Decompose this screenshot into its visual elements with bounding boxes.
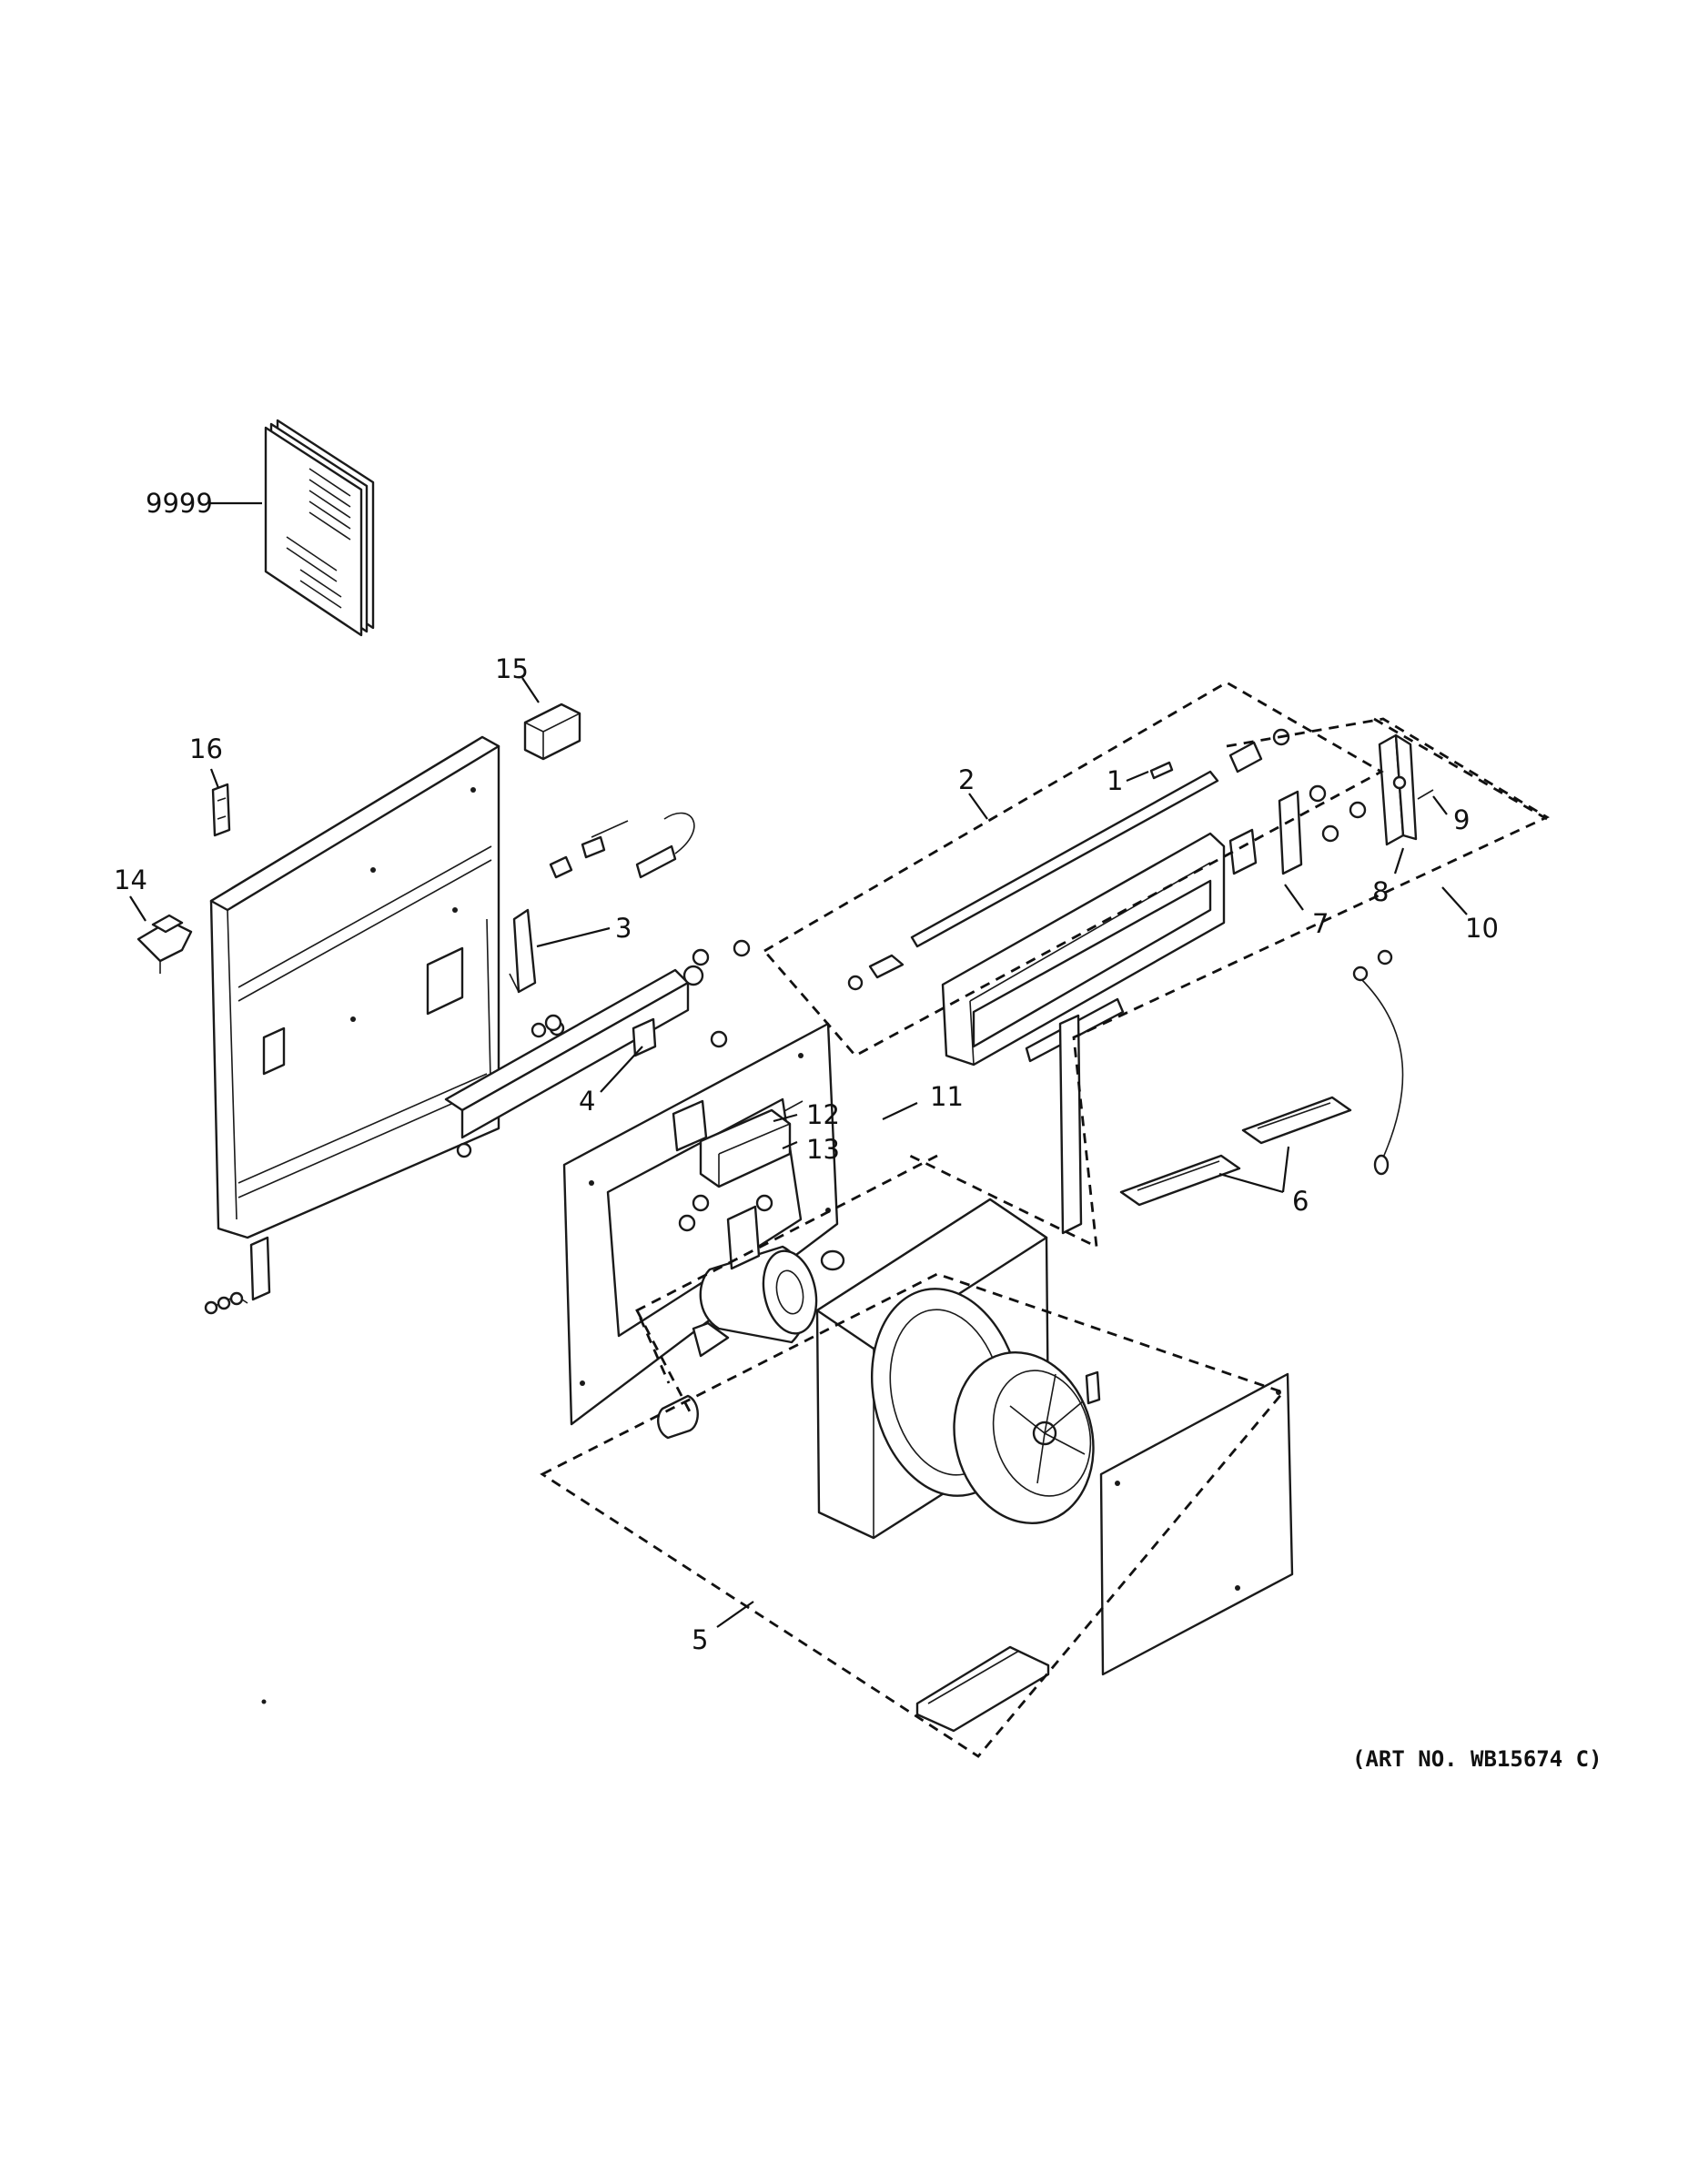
callout-16: 16	[189, 733, 223, 764]
blower-motor	[692, 1205, 845, 1358]
art-number-note: (ART NO. WB15674 C)	[1352, 1746, 1602, 1772]
callout-14: 14	[114, 864, 147, 895]
clip-part	[523, 703, 581, 761]
callout-2: 2	[958, 764, 975, 795]
label-part	[1149, 761, 1174, 780]
leader-lines	[129, 501, 1468, 1628]
callout-4: 4	[579, 1086, 595, 1117]
manual-booklet	[264, 419, 375, 637]
callout-13: 13	[806, 1134, 840, 1165]
control-bracket-part	[1378, 733, 1434, 846]
control-housing	[847, 770, 1226, 1235]
callout-9: 9	[1453, 804, 1470, 835]
callout-1: 1	[1107, 765, 1123, 796]
center-mounting-plate	[562, 1022, 839, 1426]
power-cord-part	[549, 812, 695, 879]
mounting-bracket-part	[136, 914, 193, 974]
blower-wheel	[953, 1351, 1101, 1524]
callout-11: 11	[930, 1081, 964, 1112]
callout-labels: 9999 15 16 14 3 4 2 1 9 8 10 7 11 12 13 …	[114, 488, 1499, 1655]
callout-8: 8	[1372, 876, 1389, 907]
callout-15: 15	[495, 653, 529, 684]
side-bracket-part	[509, 908, 537, 994]
callout-3: 3	[615, 913, 632, 944]
rail-screws	[544, 939, 751, 1048]
ground-wire-part	[1352, 949, 1404, 1176]
callout-10: 10	[1465, 913, 1499, 944]
callout-6: 6	[1292, 1186, 1309, 1217]
transformer-relay-part	[672, 1099, 792, 1232]
switch-assembly	[1228, 728, 1367, 875]
side-cover-panel	[1099, 1372, 1294, 1676]
filter-parts	[1119, 1096, 1352, 1207]
frame-bottom-bracket	[204, 1236, 271, 1315]
callout-7: 7	[1312, 908, 1329, 939]
callout-5: 5	[692, 1624, 708, 1655]
group-outlines	[540, 681, 1550, 1758]
front-frame-panel	[209, 735, 500, 1239]
control-rail-part	[444, 968, 690, 1158]
callout-9999: 9999	[146, 488, 213, 519]
bottom-tray-part	[915, 1645, 1050, 1733]
capacitor-part	[657, 1394, 699, 1440]
small-block-part	[211, 783, 231, 837]
callout-12: 12	[806, 1099, 840, 1130]
